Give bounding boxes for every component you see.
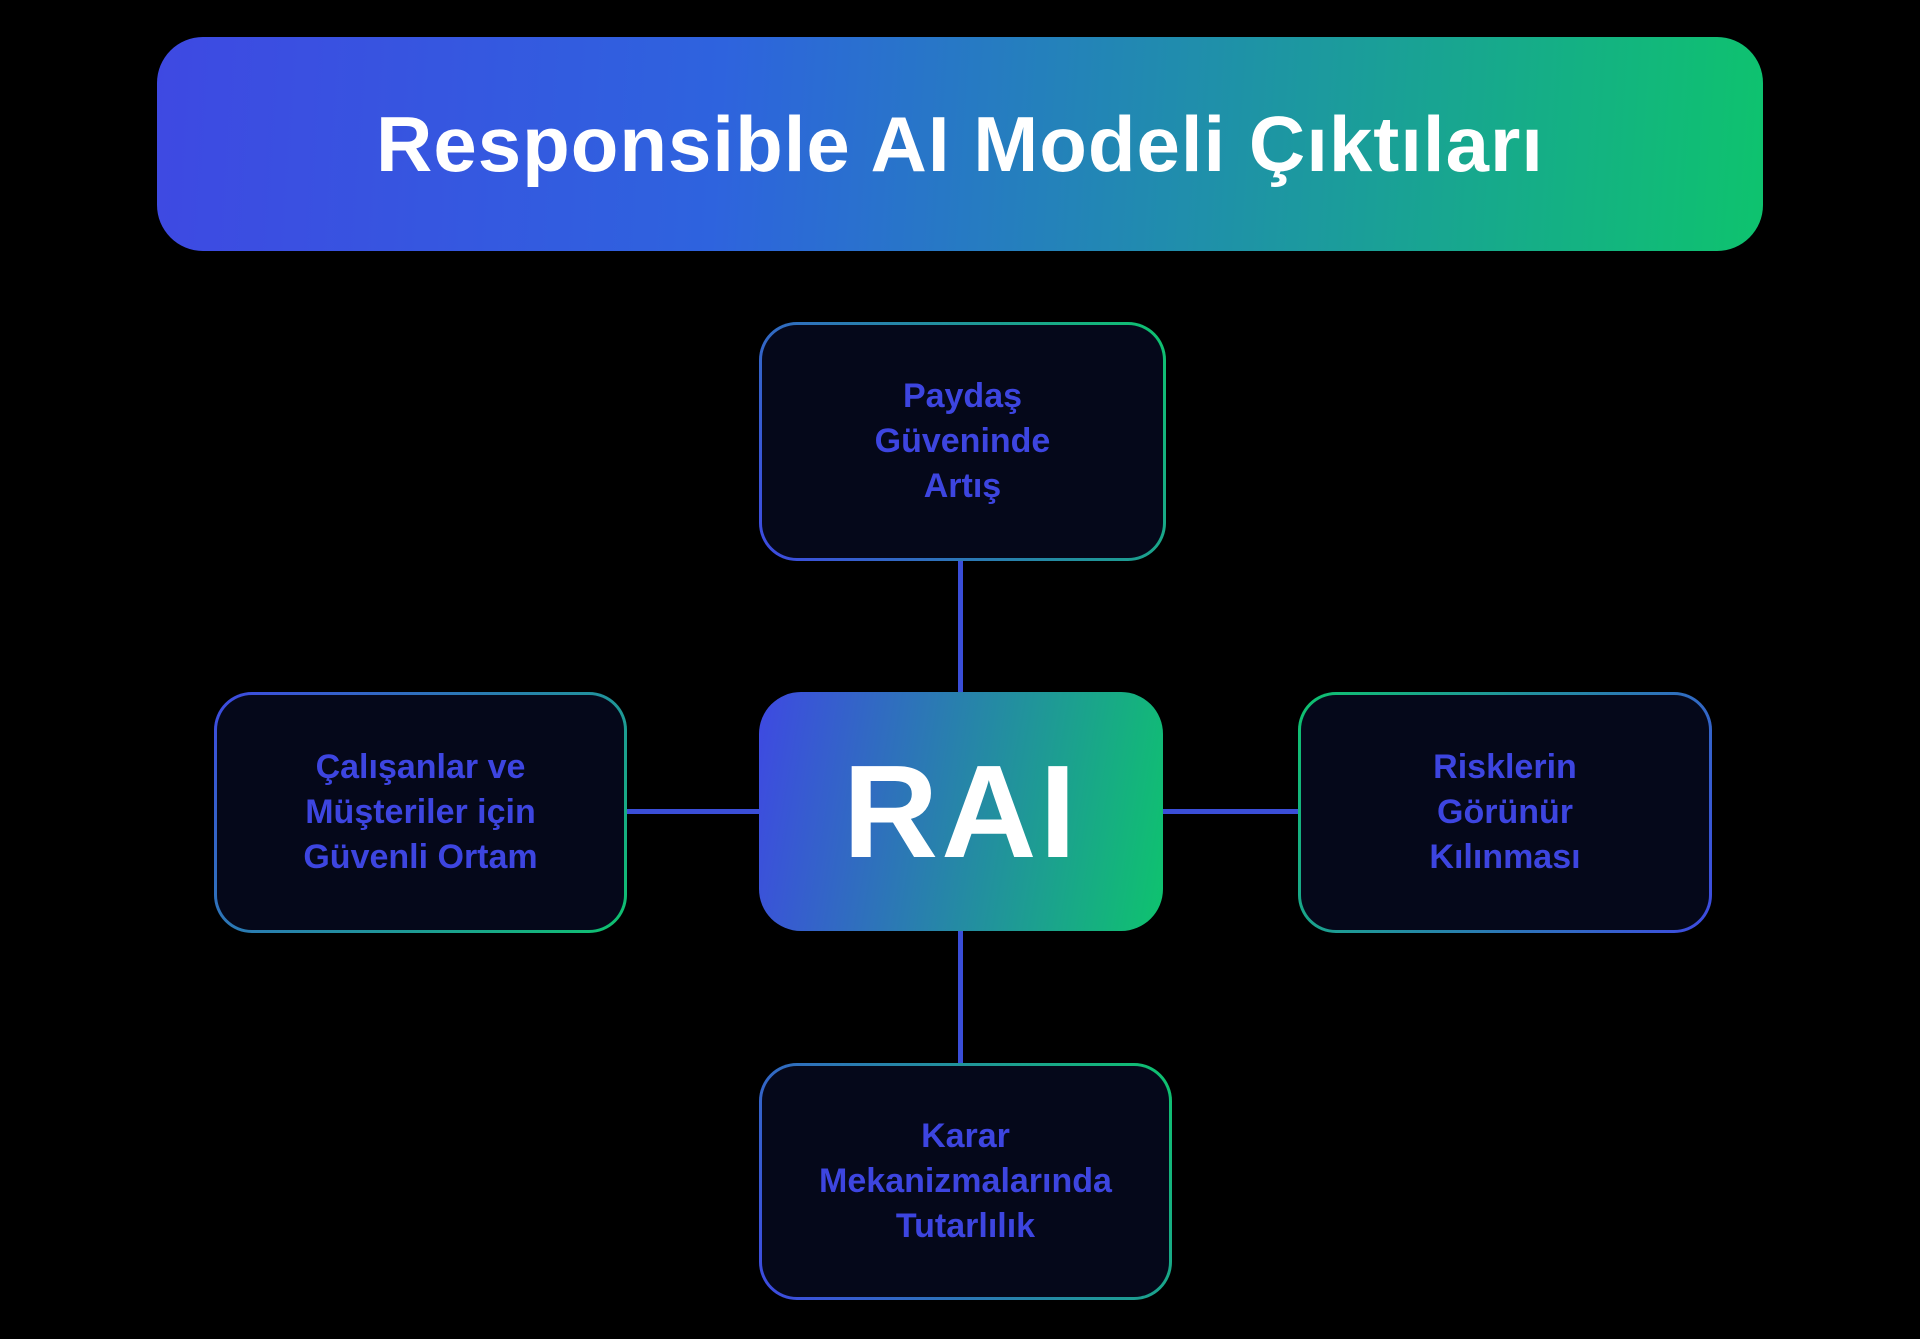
node-label-right: Risklerin Görünür Kılınması [1429, 748, 1581, 876]
node-karar-mekanizmalarinda-tutarlilik: Karar Mekanizmalarında Tutarlılık [759, 1063, 1172, 1300]
node-inner: Karar Mekanizmalarında Tutarlılık [762, 1066, 1169, 1297]
connector-top [958, 559, 963, 695]
node-risklerin-gorunur-kilinmasi: Risklerin Görünür Kılınması [1298, 692, 1712, 933]
node-calisanlar-guvenli-ortam: Çalışanlar ve Müşteriler için Güvenli Or… [214, 692, 627, 933]
center-node-rai: RAI [759, 692, 1163, 931]
node-label-bottom: Karar Mekanizmalarında Tutarlılık [819, 1117, 1112, 1245]
connector-bottom [958, 928, 963, 1066]
title-banner: Responsible AI Modeli Çıktıları [157, 37, 1763, 251]
node-label-left: Çalışanlar ve Müşteriler için Güvenli Or… [303, 748, 538, 876]
node-paydas-guveninde-artis: Paydaş Güveninde Artış [759, 322, 1166, 561]
node-inner: Risklerin Görünür Kılınması [1301, 695, 1709, 930]
node-label-top: Paydaş Güveninde Artış [874, 377, 1051, 505]
connector-right [1161, 809, 1301, 814]
node-inner: Çalışanlar ve Müşteriler için Güvenli Or… [217, 695, 624, 930]
node-inner: Paydaş Güveninde Artış [762, 325, 1163, 558]
page-title: Responsible AI Modeli Çıktıları [376, 99, 1544, 188]
connector-left [625, 809, 762, 814]
center-node-label: RAI [842, 738, 1080, 885]
